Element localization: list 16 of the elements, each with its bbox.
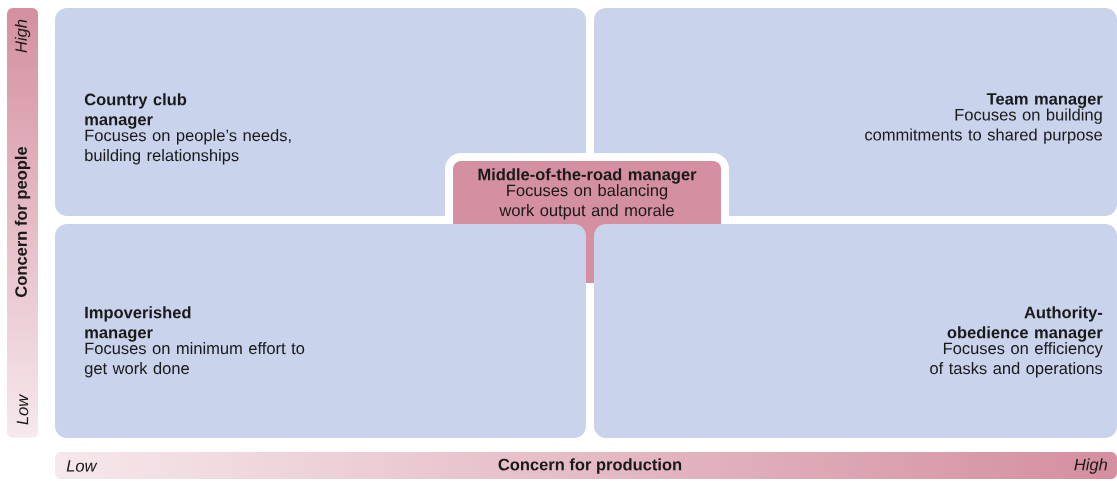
description: Focuses on building commitments to shared purpose — [865, 108, 1102, 144]
heading: Impoverished manager — [85, 306, 191, 342]
axis-end-label: High — [1074, 458, 1108, 474]
axis-end-label: Low — [16, 394, 29, 425]
description: Focuses on people’s needs, building relationships — [85, 129, 291, 165]
description: Focuses on efficiency of tasks and operations — [930, 342, 1103, 378]
axis-title: Concern for people — [14, 146, 31, 297]
heading: Country club manager — [84, 93, 187, 129]
description: Focuses on balancing work output and morale — [499, 184, 674, 220]
heading: Team manager — [986, 93, 1103, 109]
axis-end-label: Low — [66, 460, 98, 472]
description: Focuses on minimum effort to get work done — [84, 342, 305, 378]
axis-end-label: High — [14, 19, 31, 53]
heading: Middle-of-the-road manager — [478, 168, 697, 184]
heading: Authority-obedience manager — [947, 306, 1103, 342]
axis-title: Concern for production — [498, 458, 682, 474]
